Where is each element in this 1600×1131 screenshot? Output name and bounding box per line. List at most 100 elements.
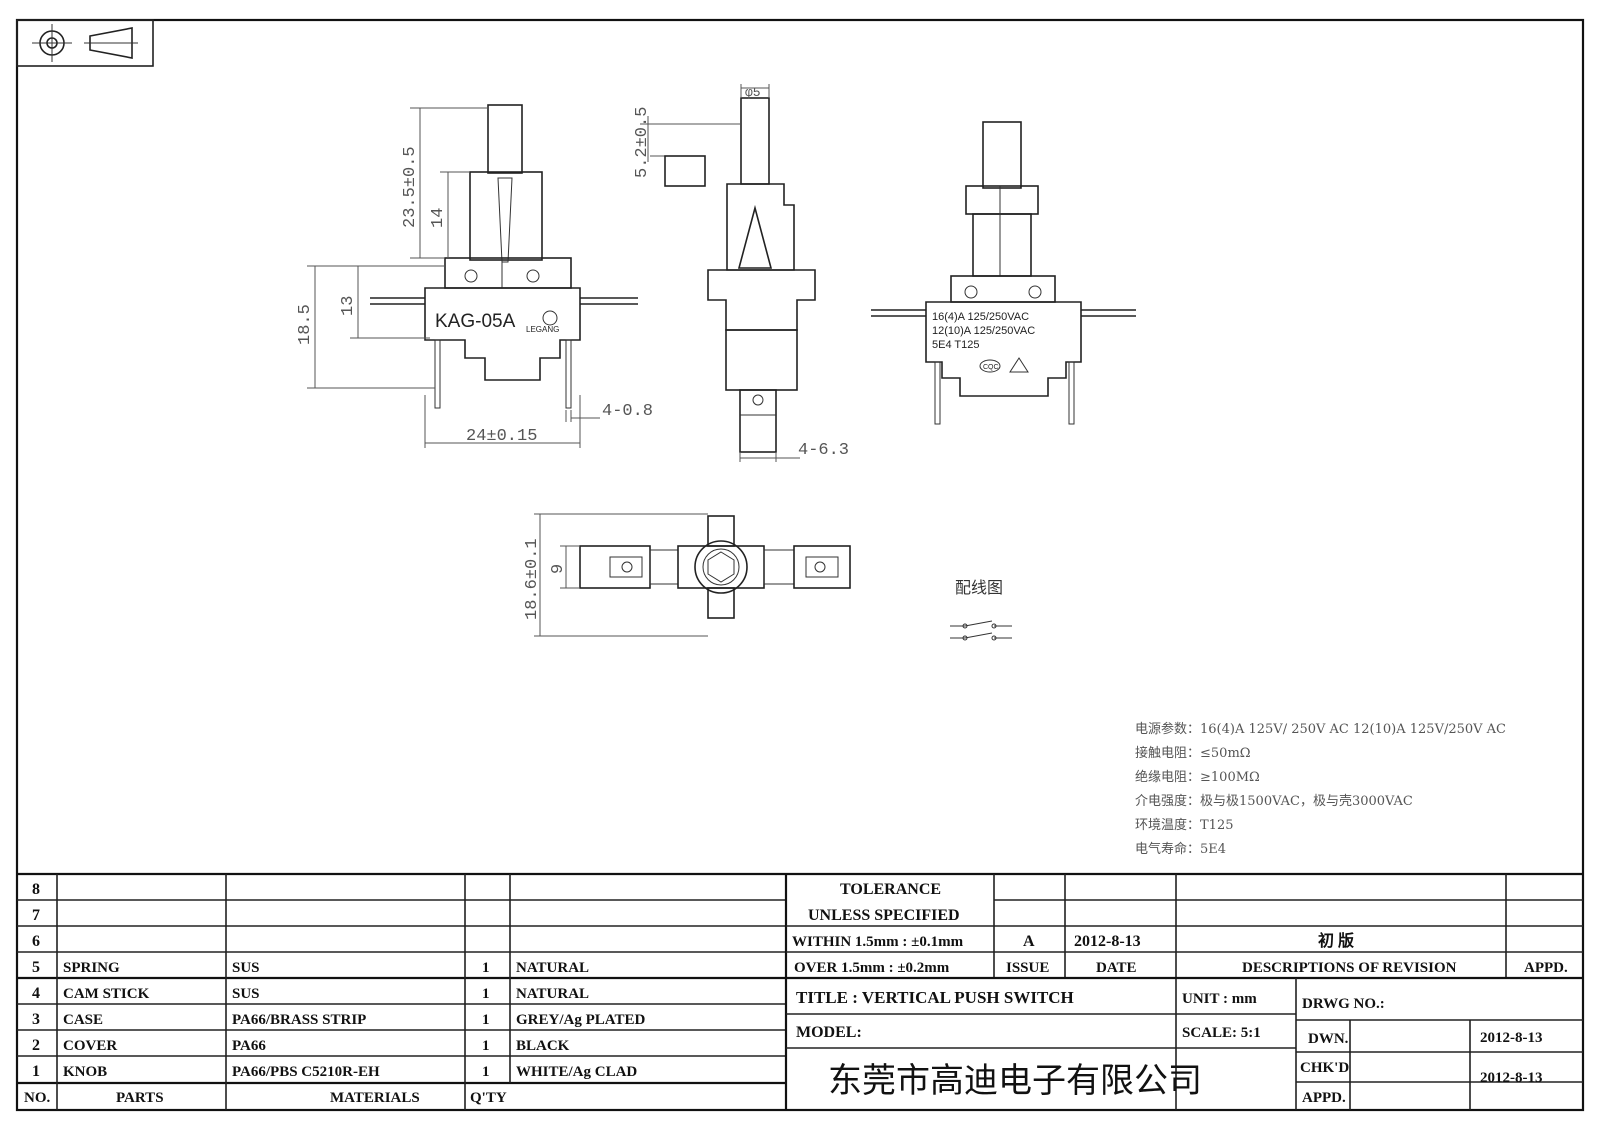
dim-18-5-label: 18.5 [296, 304, 315, 345]
bom-no: 8 [32, 881, 40, 898]
date-label: DATE [1096, 960, 1137, 976]
bom-qty: 1 [482, 1064, 490, 1080]
marking-line2: 12(10)A 125/250VAC [932, 325, 1035, 337]
bom-row: 4 CAM STICK SUS 1 NATURAL [32, 985, 589, 1002]
title-block: TOLERANCE UNLESS SPECIFIED WITHIN 1.5mm … [786, 874, 1583, 1110]
unit-label: UNIT : mm [1182, 991, 1257, 1007]
spec-line-5: 环境温度：T125 [1135, 817, 1234, 833]
bom-header-parts: PARTS [116, 1090, 164, 1106]
dim-24-label: 24±0.15 [466, 427, 537, 446]
appd-label: APPD. [1524, 960, 1568, 976]
bom-row: 6 [32, 933, 40, 950]
bom-finish: BLACK [516, 1038, 570, 1054]
model-label: MODEL: [796, 1024, 862, 1041]
front-model-text: KAG-05A [435, 311, 516, 332]
top-view-dimensions: 18.6±0.1 9 [523, 513, 708, 637]
bom-row: 5 SPRING SUS 1 NATURAL [32, 959, 589, 976]
tolerance-line1: TOLERANCE [840, 881, 941, 898]
wiring-caption: 配线图 [955, 578, 1003, 597]
bom-no: 3 [32, 1011, 40, 1028]
bom-row: 8 [32, 881, 40, 898]
dim-4-08-label: 4-0.8 [602, 402, 653, 421]
spec-line-1: 电源参数：16(4)A 125V/ 250V AC 12(10)A 125V/2… [1135, 721, 1506, 737]
company-name: 东莞市高迪电子有限公司 [828, 1061, 1202, 1101]
spec-notes: 电源参数：16(4)A 125V/ 250V AC 12(10)A 125V/2… [1135, 721, 1506, 857]
cqc-mark-icon [979, 359, 1001, 373]
date-value: 2012-8-13 [1074, 933, 1141, 950]
bom-material: PA66/PBS C5210R-EH [232, 1064, 380, 1080]
bom-no: 1 [32, 1063, 40, 1080]
checked-date: 2012-8-13 [1480, 1070, 1543, 1086]
side-view [707, 97, 816, 453]
bom-no: 4 [32, 985, 40, 1002]
front-view-dimensions: 23.5±0.5 14 18.5 13 4-0.8 24±0.15 [296, 107, 653, 448]
dim-18-6-label: 18.6±0.1 [523, 538, 542, 620]
bom-header-materials: MATERIALS [330, 1090, 420, 1106]
bom-part: CASE [63, 1012, 103, 1028]
issue-label: ISSUE [1006, 960, 1049, 976]
bom-no: 6 [32, 933, 40, 950]
bom-qty: 1 [482, 1038, 490, 1054]
bom-table: 8 7 6 5 SPRING SUS 1 NATURAL 4 CAM STICK… [17, 872, 1583, 1110]
dim-13-label: 13 [339, 296, 358, 316]
dim-4-63-label: 4-6.3 [798, 441, 849, 460]
drawn-date: 2012-8-13 [1480, 1030, 1543, 1046]
sheet-border [15, 18, 1585, 1112]
bom-part: SPRING [63, 960, 120, 976]
dim-23-5-label: 23.5±0.5 [401, 146, 420, 228]
bom-finish: NATURAL [516, 960, 589, 976]
bom-material: PA66 [232, 1038, 266, 1054]
bom-material: SUS [232, 986, 260, 1002]
front-view: KAG-05A LEGANG [370, 104, 638, 409]
tolerance-over: OVER 1.5mm : ±0.2mm [794, 960, 950, 976]
bom-qty: 1 [482, 1012, 490, 1028]
scale-label: SCALE: 5:1 [1182, 1025, 1261, 1041]
bom-row: 2 COVER PA66 1 BLACK [32, 1037, 570, 1054]
bom-finish: NATURAL [516, 986, 589, 1002]
triangle-mark-icon [1009, 357, 1029, 373]
drawing-no-label: DRWG NO.: [1302, 996, 1385, 1012]
marking-line1: 16(4)A 125/250VAC [932, 311, 1029, 323]
spec-line-4: 介电强度：极与极1500VAC，极与壳3000VAC [1135, 793, 1413, 809]
approved-label: APPD. [1302, 1090, 1346, 1106]
dim-14-label: 14 [429, 208, 448, 228]
cert-mark-text: CQC [983, 364, 999, 371]
checked-label: CHK'D [1300, 1060, 1349, 1076]
bom-no: 2 [32, 1037, 40, 1054]
spec-line-6: 电气寿命：5E4 [1135, 841, 1226, 857]
bom-qty: 1 [482, 986, 490, 1002]
bom-row: 1 KNOB PA66/PBS C5210R-EH 1 WHITE/Ag CLA… [32, 1063, 637, 1080]
brand-logo-icon [542, 310, 558, 326]
drawn-label: DWN. [1308, 1031, 1349, 1047]
projection-symbol-icon [16, 19, 154, 67]
bom-header-no: NO. [24, 1090, 51, 1106]
bom-finish: WHITE/Ag CLAD [516, 1064, 637, 1080]
bom-row: 7 [32, 907, 40, 924]
dim-9-label: 9 [549, 564, 568, 574]
marking-line3: 5E4 T125 [932, 339, 980, 351]
bom-material: SUS [232, 960, 260, 976]
bom-row: 3 CASE PA66/BRASS STRIP 1 GREY/Ag PLATED [32, 1011, 645, 1028]
issue-value: A [1023, 933, 1035, 950]
bom-finish: GREY/Ag PLATED [516, 1012, 645, 1028]
dim-5-2-label: 5.2±0.5 [633, 107, 652, 178]
bom-no: 5 [32, 959, 40, 976]
wiring-diagram: 配线图 [950, 578, 1012, 641]
tolerance-within: WITHIN 1.5mm : ±0.1mm [792, 934, 964, 950]
spec-line-3: 绝缘电阻：≥100MΩ [1135, 769, 1260, 785]
front-brand-text: LEGANG [526, 325, 559, 334]
bom-qty: 1 [482, 960, 490, 976]
description-label: DESCRIPTIONS OF REVISION [1242, 960, 1457, 976]
bom-part: COVER [63, 1038, 117, 1054]
tolerance-line2: UNLESS SPECIFIED [808, 907, 960, 924]
bom-no: 7 [32, 907, 40, 924]
top-view [579, 515, 851, 619]
marking-view: 16(4)A 125/250VAC 12(10)A 125/250VAC 5E4… [871, 121, 1136, 425]
drawing-title: TITLE : VERTICAL PUSH SWITCH [796, 988, 1074, 1007]
dim-phi5-label: φ5 [745, 85, 761, 100]
revision-value: 初 版 [1318, 931, 1354, 950]
side-view-dimensions: φ5 5.2±0.5 4-6.3 [633, 84, 849, 462]
bom-material: PA66/BRASS STRIP [232, 1012, 366, 1028]
spec-line-2: 接触电阻：≤50mΩ [1135, 745, 1251, 761]
